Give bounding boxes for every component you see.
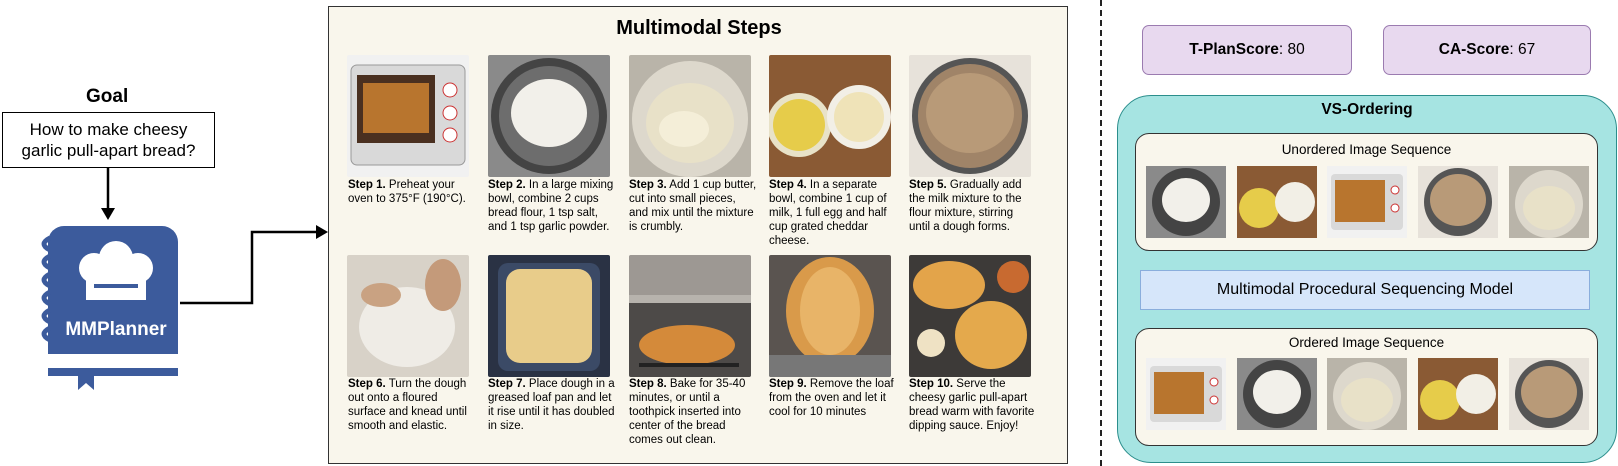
unordered-image-2: [1237, 166, 1317, 238]
tplan-score-box: T-PlanScore: 80: [1142, 25, 1352, 75]
ca-score-label: CA-Score: [1438, 41, 1510, 58]
sequencing-model-box: Multimodal Procedural Sequencing Model: [1140, 270, 1590, 310]
step-2-image: [488, 55, 610, 177]
flour-bowl-image: [488, 55, 610, 177]
step-7-caption: Step 7. Place dough in a greased loaf pa…: [488, 378, 615, 432]
step-10-image: [909, 255, 1031, 377]
tplan-score-label: T-PlanScore: [1189, 41, 1279, 58]
served-bread-image: [909, 255, 1031, 377]
step-4-image: [769, 55, 891, 177]
ordered-image-4: [1418, 358, 1498, 430]
step-1-caption: Step 1. Preheat your oven to 375°F (190°…: [348, 179, 466, 205]
steps-title: Multimodal Steps: [616, 17, 782, 39]
multimodal-steps-panel: Multimodal Steps: [328, 6, 1068, 464]
loaf-pan-image: [488, 255, 610, 377]
step-6-image: [347, 255, 469, 377]
kneading-dough-image: [347, 255, 469, 377]
step-10-caption: Step 10. Serve the cheesy garlic pull-ap…: [909, 378, 1035, 432]
unordered-image-1: [1146, 166, 1226, 238]
goal-text: How to make cheesy garlic pull-apart bre…: [21, 120, 196, 160]
tplan-score-value: : 80: [1278, 41, 1305, 58]
unordered-image-4: [1418, 166, 1498, 238]
step-6-caption: Step 6. Turn the dough out onto a floure…: [348, 378, 467, 432]
crumbly-mixture-image: [629, 55, 751, 177]
unordered-image-3: [1327, 166, 1407, 238]
ordered-image-5: [1509, 358, 1589, 430]
unordered-sequence-label: Unordered Image Sequence: [1281, 142, 1452, 157]
cooling-loaf-image: [769, 255, 891, 377]
egg-milk-bowls-image: [769, 55, 891, 177]
step-8-caption: Step 8. Bake for 35-40 minutes, or until…: [629, 378, 746, 446]
step-5-caption: Step 5. Gradually add the milk mixture t…: [909, 179, 1022, 233]
ca-score-value: : 67: [1509, 41, 1536, 58]
ordered-image-3: [1327, 358, 1407, 430]
step-8-image: [629, 255, 751, 377]
goal-box: How to make cheesy garlic pull-apart bre…: [2, 112, 215, 168]
step-1-image: [347, 55, 469, 177]
mmplanner-logo: MMPlanner: [41, 226, 178, 390]
vs-ordering-title: VS-Ordering: [1321, 101, 1413, 118]
step-7-image: [488, 255, 610, 377]
ca-score-box: CA-Score: 67: [1383, 25, 1591, 75]
dough-bowl-image: [909, 55, 1031, 177]
step-3-caption: Step 3. Add 1 cup butter, cut into small…: [629, 179, 757, 233]
step-5-image: [909, 55, 1031, 177]
step-9-image: [769, 255, 891, 377]
sequencing-model-label: Multimodal Procedural Sequencing Model: [1216, 281, 1514, 298]
flow-arrows: [101, 168, 328, 305]
step-2-caption: Step 2. In a large mixing bowl, combine …: [488, 179, 614, 233]
baking-bread-image: [629, 255, 751, 377]
planner-name: MMPlanner: [65, 319, 167, 340]
chef-hat-icon: [79, 241, 153, 300]
step-9-caption: Step 9. Remove the loaf from the oven an…: [769, 378, 894, 418]
section-divider: [1100, 0, 1102, 466]
goal-title: Goal: [86, 86, 129, 107]
ordered-image-2: [1237, 358, 1317, 430]
step-3-image: [629, 55, 751, 177]
oven-image: [347, 55, 469, 177]
ordered-sequence-label: Ordered Image Sequence: [1288, 335, 1445, 350]
unordered-image-5: [1509, 166, 1589, 238]
ordered-image-1: [1146, 358, 1226, 430]
step-4-caption: Step 4. In a separate bowl, combine 1 cu…: [769, 179, 887, 247]
